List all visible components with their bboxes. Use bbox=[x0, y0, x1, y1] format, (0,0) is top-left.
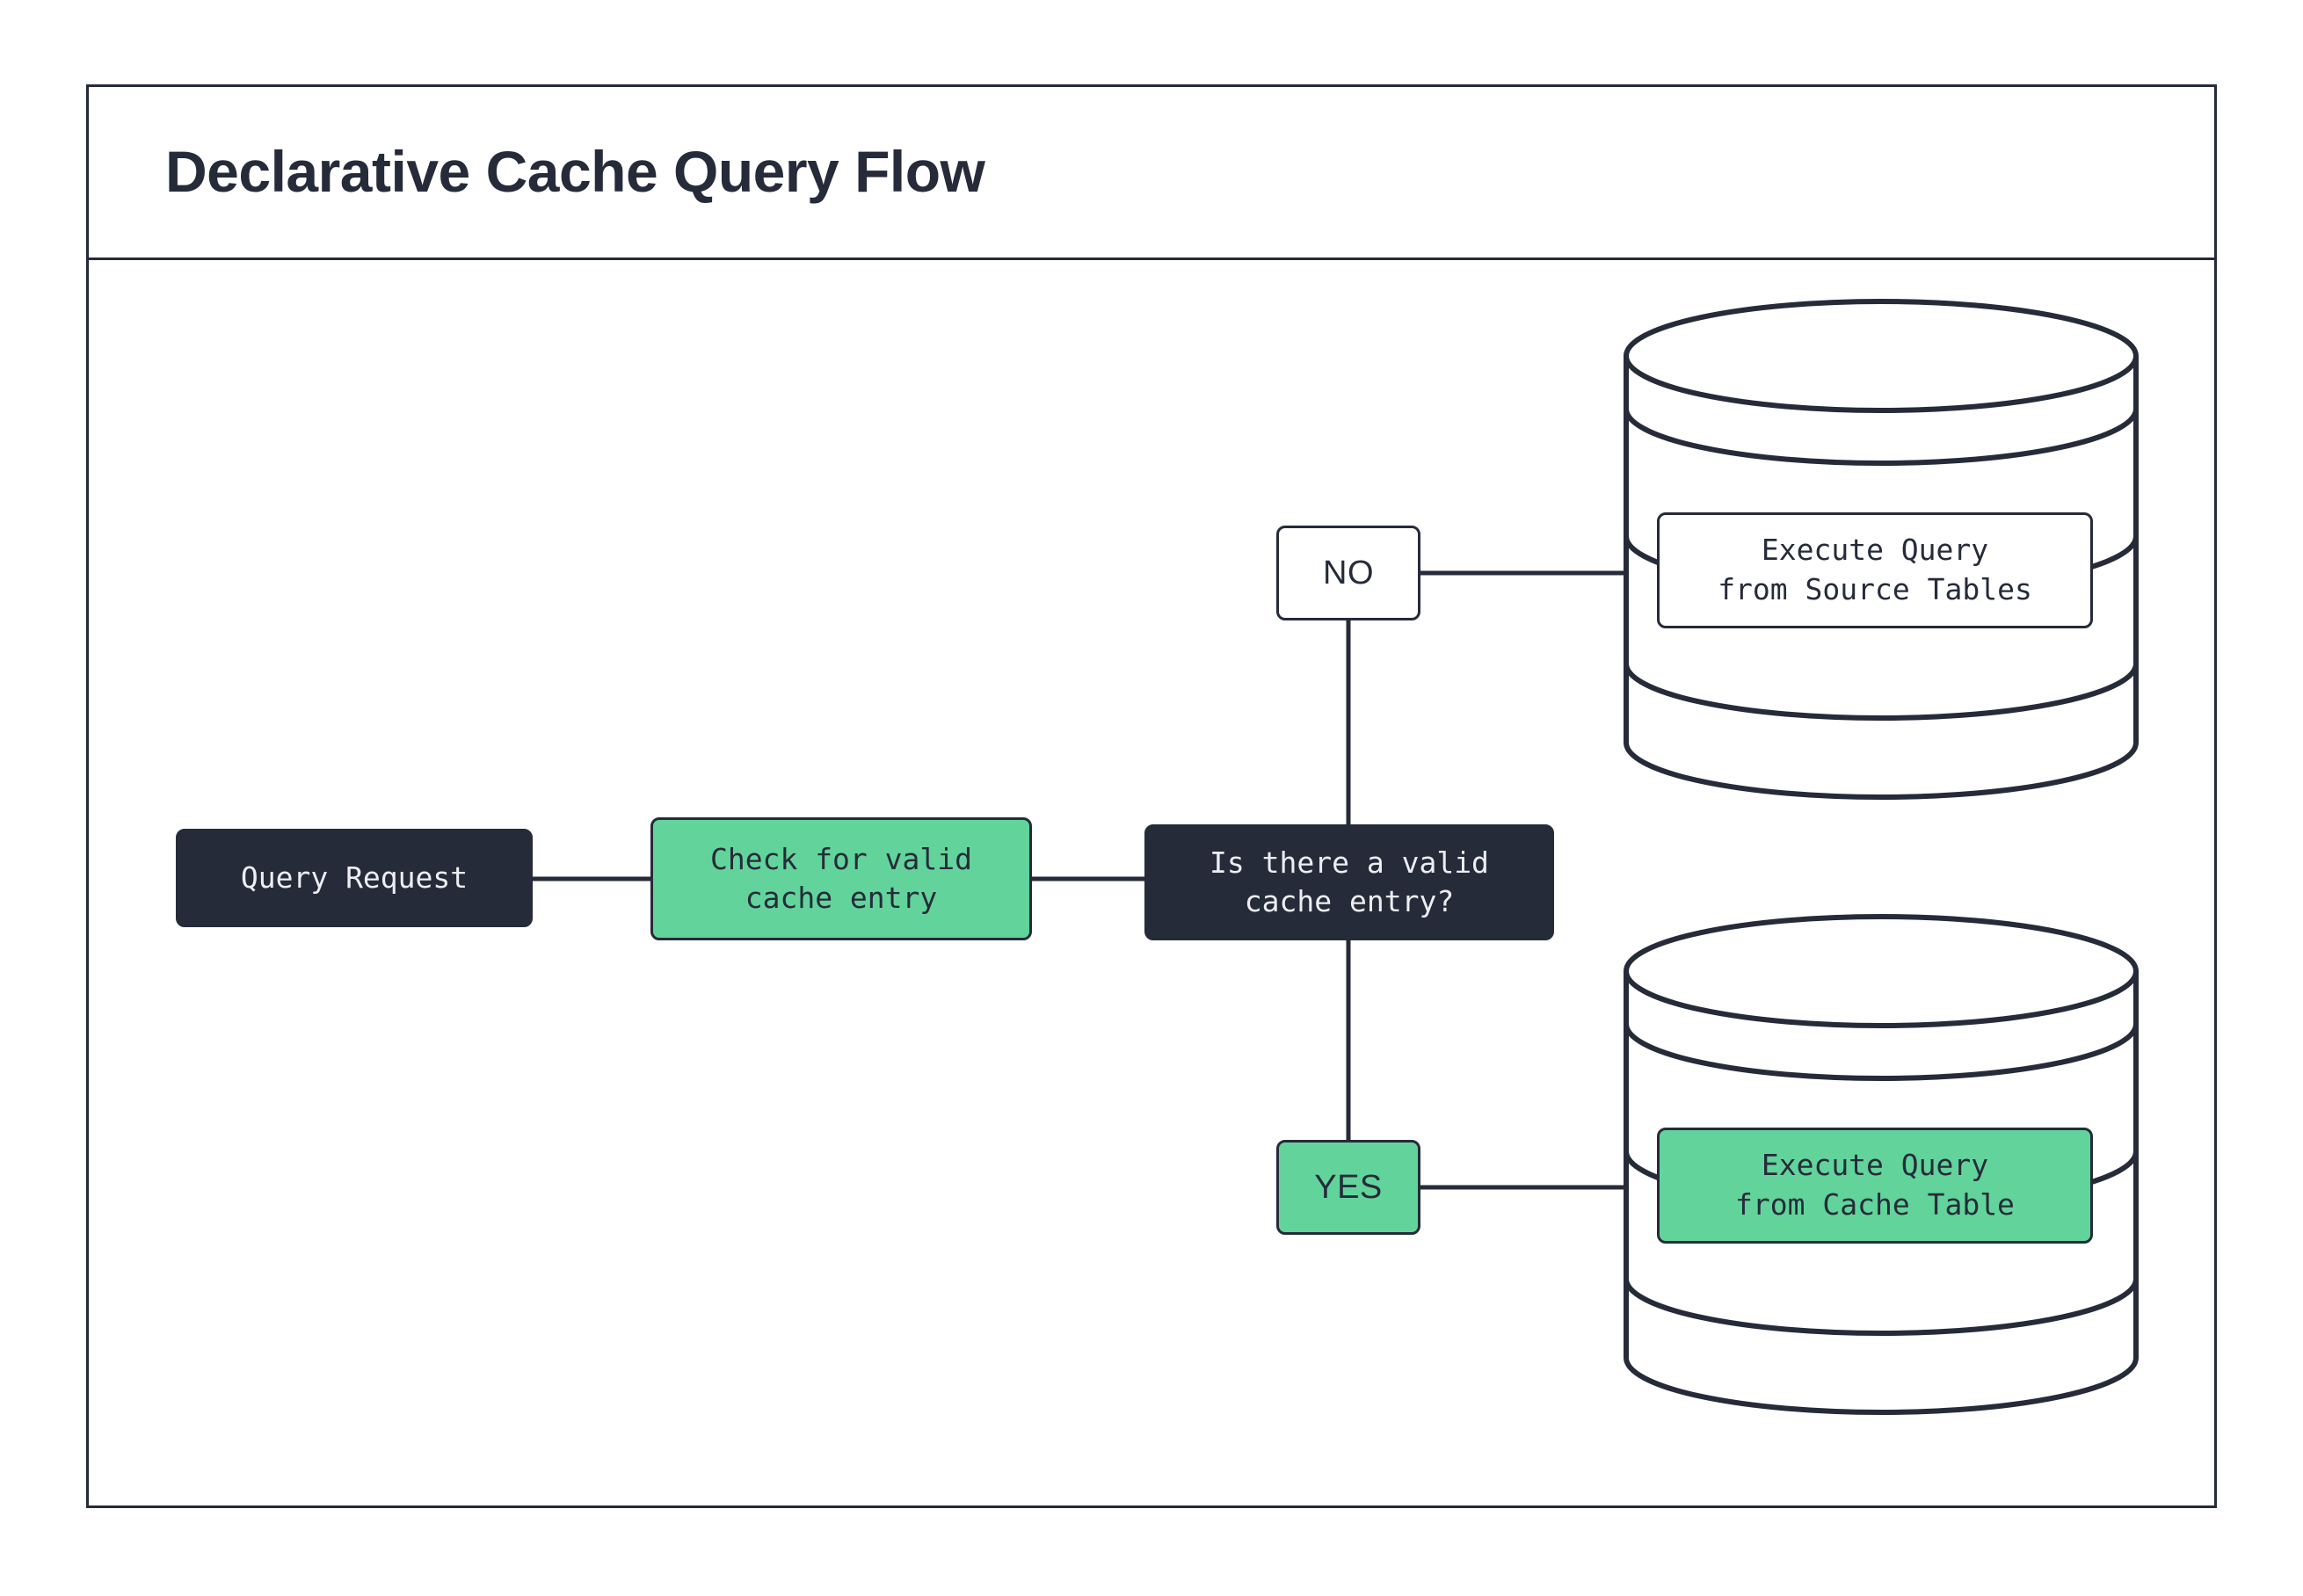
branch-label-no[interactable]: NO bbox=[1276, 526, 1420, 620]
diagram-header: Declarative Cache Query Flow bbox=[86, 84, 2217, 260]
node-execute-query-from-cache-table[interactable]: Execute Query from Cache Table bbox=[1657, 1128, 2093, 1244]
database-cylinder-source bbox=[1624, 299, 2139, 800]
node-decision-valid-cache-entry[interactable]: Is there a valid cache entry? bbox=[1144, 824, 1554, 940]
node-execute-query-from-source-tables[interactable]: Execute Query from Source Tables bbox=[1657, 512, 2093, 628]
node-query-request[interactable]: Query Request bbox=[176, 829, 533, 927]
page-title: Declarative Cache Query Flow bbox=[165, 138, 985, 204]
node-check-for-valid-cache-entry[interactable]: Check for valid cache entry bbox=[650, 817, 1032, 940]
branch-label-yes[interactable]: YES bbox=[1276, 1140, 1420, 1235]
edge-lines bbox=[533, 570, 1626, 1190]
